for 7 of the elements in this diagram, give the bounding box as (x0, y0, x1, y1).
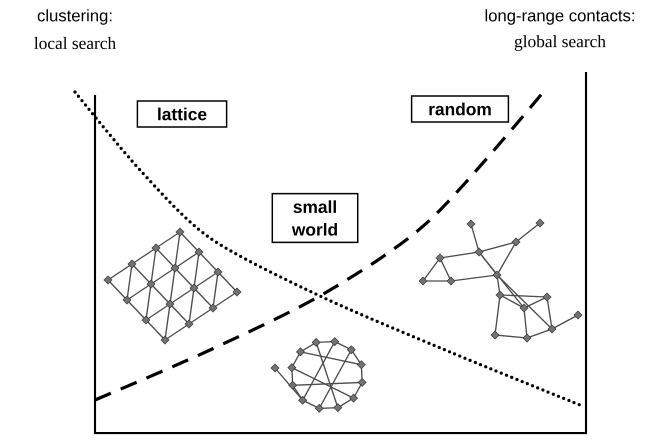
heading: clustering: (38, 9, 112, 25)
label-box: lattice (136, 100, 228, 128)
subheading: local search (34, 36, 116, 50)
label-box: small world (272, 192, 358, 244)
subheading: global search (514, 35, 606, 51)
heading: long-range contacts: (486, 9, 634, 25)
label-box: random (410, 95, 510, 123)
